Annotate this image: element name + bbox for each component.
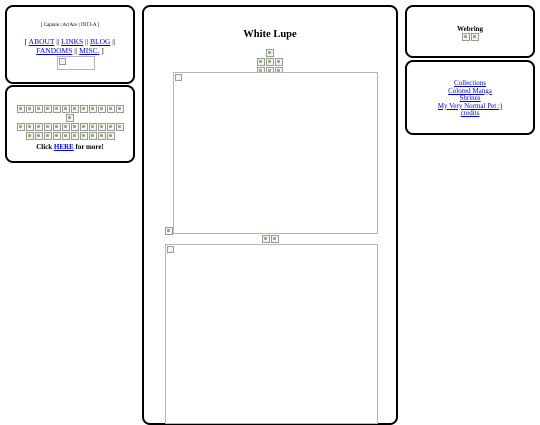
- site-button-icon[interactable]: [79, 132, 88, 140]
- site-button-icon[interactable]: [34, 132, 43, 140]
- broken-image-icon: [165, 227, 173, 235]
- more-buttons-link[interactable]: HERE: [53, 143, 74, 151]
- button-row-2: [7, 114, 133, 123]
- broken-image-icon: [59, 58, 66, 65]
- broken-image-icon: [257, 58, 265, 66]
- section-link-colored-manga[interactable]: Colored Manga: [448, 86, 492, 95]
- site-button-icon[interactable]: [79, 105, 88, 113]
- nav-links: [ ABOUT || LINKS || BLOG || FANDOMS || M…: [24, 37, 116, 55]
- site-button-icon[interactable]: [115, 105, 124, 113]
- button-row-4: [7, 132, 133, 141]
- nav-link-fandoms[interactable]: FANDOMS: [36, 46, 73, 55]
- site-button-icon[interactable]: [52, 105, 61, 113]
- nav-link-about[interactable]: ABOUT: [28, 37, 55, 46]
- site-button-icon[interactable]: [43, 132, 52, 140]
- site-button-icon[interactable]: [97, 123, 106, 131]
- site-button-icon[interactable]: [16, 123, 25, 131]
- profile-tagline: [ Captain | ArrAce | INTJ-A ]: [40, 23, 100, 28]
- nav-box: [ Captain | ArrAce | INTJ-A ] [ ABOUT ||…: [5, 5, 135, 84]
- site-button-icon[interactable]: [115, 123, 124, 131]
- broken-image-icon: [167, 246, 174, 253]
- broken-image-icon: [275, 58, 283, 66]
- nav-link-blog[interactable]: BLOG: [89, 37, 111, 46]
- broken-image-icon: [266, 58, 274, 66]
- webring-next-icon[interactable]: [470, 33, 479, 41]
- webring-title: Webring: [456, 25, 484, 33]
- site-button-icon[interactable]: [43, 123, 52, 131]
- site-button-icon[interactable]: [70, 132, 79, 140]
- button-row-1: [7, 105, 133, 114]
- nav-link-links[interactable]: LINKS: [61, 37, 84, 46]
- broken-image-icon: [175, 74, 182, 81]
- site-button-icon[interactable]: [88, 132, 97, 140]
- site-button-icon[interactable]: [88, 123, 97, 131]
- button-grid: Click HERE for more!: [7, 105, 133, 151]
- site-button-icon[interactable]: [52, 132, 61, 140]
- webring-box: Webring: [405, 5, 535, 58]
- nav-banner-image: [57, 56, 95, 70]
- site-button-icon[interactable]: [106, 123, 115, 131]
- site-button-icon[interactable]: [16, 105, 25, 113]
- section-link-credits[interactable]: credits: [460, 109, 480, 118]
- sections-list: Collections Colored Manga Shrines My Ver…: [407, 79, 533, 118]
- site-button-icon[interactable]: [25, 132, 34, 140]
- main-image-2: [165, 244, 378, 424]
- site-button-icon[interactable]: [43, 105, 52, 113]
- button-row-3: [7, 123, 133, 132]
- broken-image-icon: [261, 235, 270, 243]
- section-link-collections[interactable]: Collections: [454, 79, 486, 87]
- broken-image-icon: [266, 49, 274, 57]
- site-button-icon[interactable]: [106, 132, 115, 140]
- site-button-icon[interactable]: [61, 132, 70, 140]
- more-buttons-text: Click HERE for more!: [36, 143, 104, 151]
- page-title: White Lupe: [243, 29, 297, 40]
- webring-prev-icon[interactable]: [461, 33, 470, 41]
- section-link-shrines[interactable]: Shrines: [459, 94, 481, 103]
- site-button-icon[interactable]: [79, 123, 88, 131]
- nav-link-misc[interactable]: MISC.: [79, 46, 100, 55]
- buttons-box: Click HERE for more!: [5, 85, 135, 163]
- site-button-icon[interactable]: [34, 123, 43, 131]
- main-content-box: White Lupe: [142, 5, 398, 425]
- site-button-icon[interactable]: [25, 105, 34, 113]
- site-button-icon[interactable]: [66, 114, 74, 122]
- site-button-icon[interactable]: [97, 132, 106, 140]
- site-button-icon[interactable]: [70, 105, 79, 113]
- broken-image-icon: [270, 235, 279, 243]
- site-button-icon[interactable]: [61, 123, 70, 131]
- divider-icons: [144, 235, 396, 244]
- site-button-icon[interactable]: [97, 105, 106, 113]
- section-link-pet[interactable]: My Very Normal Pet :): [437, 101, 503, 110]
- site-button-icon[interactable]: [25, 123, 34, 131]
- main-image-1: [173, 72, 378, 234]
- site-button-icon[interactable]: [106, 105, 115, 113]
- site-button-icon[interactable]: [70, 123, 79, 131]
- webring-buttons: [407, 33, 533, 42]
- site-button-icon[interactable]: [52, 123, 61, 131]
- site-button-icon[interactable]: [88, 105, 97, 113]
- site-button-icon[interactable]: [61, 105, 70, 113]
- site-button-icon[interactable]: [34, 105, 43, 113]
- sections-box: Collections Colored Manga Shrines My Ver…: [405, 60, 535, 135]
